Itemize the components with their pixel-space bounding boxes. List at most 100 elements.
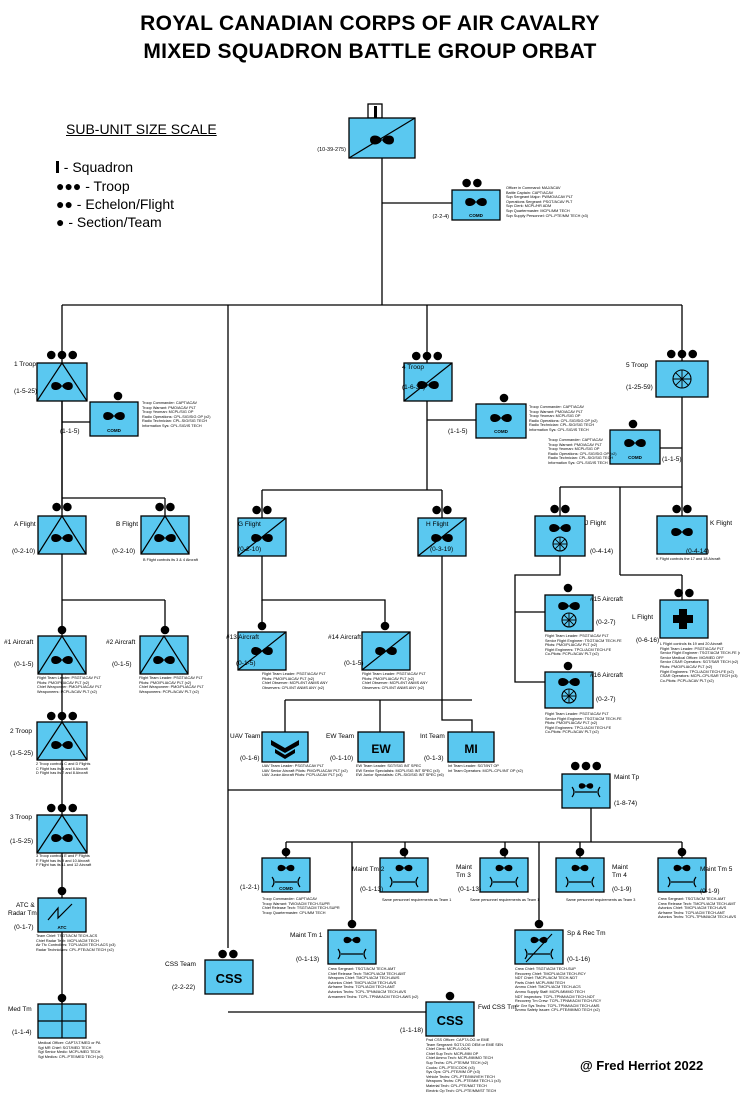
rotary-wing-symbol [352, 936, 361, 944]
rotary-wing-symbol [154, 533, 165, 543]
sp-rec-line: Ammo Supply Staff: MCPL/MMMO TECH [515, 990, 585, 994]
scale-heading: SUB-UNIT SIZE SCALE [66, 121, 217, 137]
size-dot [550, 504, 559, 514]
aircraft-16-label: #16 Aircraft [590, 672, 623, 679]
aircraft-1-label: #1 Aircraft [4, 639, 34, 646]
rotary-wing-symbol [476, 197, 487, 207]
maint-tm-3-box [479, 857, 529, 893]
sqn-comd-line: Officer in Command: MAJ/ACAV [506, 186, 561, 190]
triangle-symbol [36, 813, 88, 854]
maint-tm-1-size: (0-1-13) [296, 956, 320, 963]
med-line: Sgt MR Chief: SGT/MED TECH [38, 1045, 92, 1050]
troop-5-label: 5 Troop [626, 362, 649, 369]
css-team-box [204, 959, 254, 995]
l-flight-line: Senior Medical Officer: MO/MED OFF [660, 655, 724, 660]
maint-tm-5-line: Crew Release Tech: TMCPL/ACM TECH-AMT [658, 901, 736, 906]
aircraft-13-size: (0-1-5) [236, 660, 256, 667]
aircraft-16-line: Flight Engineers: TPCL/ACM TECH-FE [545, 725, 612, 730]
rotary-wing-symbol [103, 411, 114, 421]
fwd-css-line: Sys Ops: CPL-PTE/MM OP (x3) [426, 1070, 480, 1075]
troop-3-line: 3 Troop controls E and F Flights [36, 854, 90, 858]
size-dot [581, 761, 591, 771]
aircraft-16-box [544, 671, 594, 709]
ew-line: EW Team Leader: SGT/SIG INT SPEC [356, 764, 422, 768]
size-dot [281, 847, 291, 857]
size-dot [473, 178, 482, 188]
med-line: Sgt Senior Medic: MCPL/MED TECH [38, 1050, 101, 1055]
rotary-wing-symbol [504, 864, 513, 872]
sp-rec-line: Crew Chief: TSGT/ACM TECH-SUP [515, 967, 576, 971]
rotary-wing-symbol [404, 864, 413, 872]
radar-symbol [47, 903, 73, 921]
h-flight-label: H Flight [426, 521, 449, 528]
wheel-symbol [561, 688, 577, 704]
l-flight-line: L Flight controls its 19 and 20 Aircraft [660, 642, 723, 646]
rotary-wing-symbol [501, 413, 512, 423]
triangle-symbol [37, 634, 87, 675]
css-inner: CSS [216, 971, 243, 986]
size-dot [399, 847, 409, 857]
size-dot [677, 847, 687, 857]
maint-tm-1-box [327, 929, 377, 965]
size-dot [229, 949, 238, 959]
sqn-comd-size: (2-2-4) [432, 214, 449, 220]
wheel-spoke [563, 690, 575, 702]
ew-inner: EW [371, 742, 391, 756]
mi-label: Int Team [420, 733, 445, 740]
rotary-wing-symbol [370, 135, 382, 145]
g-flight-label: G Flight [238, 521, 261, 528]
med-size: (1-1-4) [12, 1029, 32, 1036]
sp-rec-size: (0-1-16) [567, 956, 591, 963]
size-dot [46, 711, 56, 721]
size-dot [575, 847, 585, 857]
troop-1-comd-line: Troop Yeoman: MCPL/SIG OP [142, 410, 194, 415]
maint-tm-5-size: (0-1-9) [700, 888, 720, 895]
troop-4-comd-line: Radio Technician: CPL-SIG/SIG TECH [529, 423, 595, 428]
size-dot [57, 350, 67, 360]
troop-4-size: (1-6-34) [402, 384, 426, 391]
rotary-wing-symbol [635, 438, 646, 448]
rotary-wing-symbol [671, 527, 682, 537]
rotary-wing-symbol [539, 936, 548, 944]
troop-2-line: 2 Troop controls C and D Flights [36, 762, 91, 766]
troop-2-line: C Flight has its 5 and 6 Aircraft [36, 766, 88, 771]
rotary-wing-symbol [673, 864, 682, 872]
troop-4-comd-size: (1-1-5) [448, 428, 468, 435]
troop-3-line: E Flight has its 9 and 10 Aircraft [36, 858, 90, 863]
maint-tm-2-size: (0-1-13) [360, 886, 384, 893]
wheel-spoke [563, 614, 575, 626]
mi-box [447, 731, 495, 763]
size-dot [666, 349, 676, 359]
maint-tm-1-line: Armament Techs: TCPL-TPNM/ACM TECH-AWS (… [328, 994, 419, 999]
troop-1-comd-line: Radio Operations: CPL-SIG/SIG OP (x2) [142, 414, 211, 419]
l-flight-label: L Flight [632, 614, 654, 621]
sqn-comd-line: Sqn Clerk: MCPL/HR ADM [506, 204, 552, 209]
atc-line: Radar Technicians: CPL-PTE/ACM TECH (x2) [36, 947, 114, 952]
size-dot [257, 621, 267, 631]
aircraft-14-line: Chief Observer: MCPL/INT ANMS ANY [362, 681, 428, 686]
rotary-wing-symbol [465, 197, 476, 207]
size-dot [46, 350, 56, 360]
aircraft-13-label: #13 Aircraft [226, 634, 259, 641]
sp-rec-line: Ammo Chief: TMCPL/ACM TECH-ACS [515, 985, 581, 990]
aircraft-2-box [139, 635, 189, 675]
h-flight-size: (0-3-19) [430, 546, 454, 553]
med-line: Sgt Medics: CPL-PTE/MED TECH (x2) [38, 1054, 104, 1059]
troop-4-comd-line: Information Sys: CPL-SIG/IS TECH [529, 428, 589, 432]
maintenance-symbol [271, 876, 301, 888]
rotary-wing-symbol [62, 740, 73, 750]
l-flight-line: Flight Team Leader: PSGT/ACAV PLT [660, 646, 724, 651]
wheel-spoke [554, 538, 566, 550]
troop-1-box [36, 362, 88, 402]
maint-comd-size: (1-2-1) [240, 884, 260, 891]
size-dot [263, 505, 272, 515]
size-dot [113, 391, 123, 401]
aircraft-13-line: Flight Team Leader: PSGT/ACAV PLT [262, 672, 326, 676]
troop-1-comd-box [89, 401, 139, 437]
rotary-wing-symbol [51, 740, 62, 750]
size-dot [685, 588, 694, 598]
aircraft-2-line: Chief Weaponeer: PMO/PLIACAV PLT [139, 685, 204, 690]
fwd-css-line: Chief Sup Tech: MCPL/MM OP [426, 1051, 479, 1056]
wheel-symbol [672, 369, 692, 389]
size-dot [432, 505, 441, 515]
